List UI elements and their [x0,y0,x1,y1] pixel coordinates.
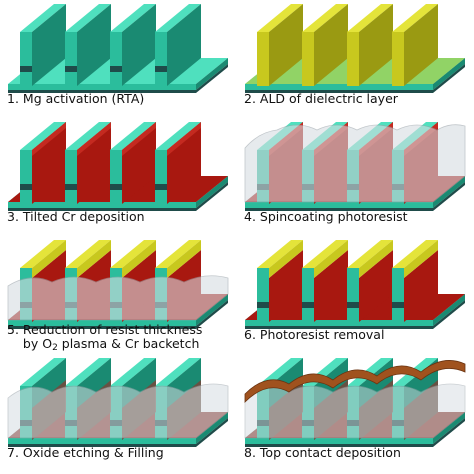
step-2-panel: 2. ALD of dielectric layer [237,0,474,118]
oxide-etching-filling-illustration [7,358,229,447]
top-contact-deposition-illustration [244,358,466,447]
step-2-caption: 2. ALD of dielectric layer [244,91,398,106]
spincoating-photoresist-illustration [244,122,466,211]
step-4-panel: 4. Spincoating photoresist [237,118,474,236]
tilted-cr-deposition-illustration [8,122,228,211]
step-1-caption: 1. Mg activation (RTA) [7,91,145,106]
step-1-panel: 1. Mg activation (RTA) [0,0,237,118]
step-4-caption: 4. Spincoating photoresist [244,209,408,224]
step-8-caption: 8. Top contact deposition [244,445,401,460]
resist-reduction-illustration [7,240,229,329]
step-7-panel: 7. Oxide etching & Filling [0,354,237,472]
step-6-caption: 6. Photoresist removal [244,327,385,342]
step-5-caption: 5. Reduction of resist thickness by O2 p… [7,322,203,353]
step-7-caption: 7. Oxide etching & Filling [7,445,164,460]
step-8-panel: 8. Top contact deposition [237,354,474,472]
step-3-panel: 3. Tilted Cr deposition [0,118,237,236]
photoresist-removal-illustration [245,240,465,329]
step-6-panel: 6. Photoresist removal [237,236,474,354]
ald-dielectric-illustration [245,4,465,93]
step-5-panel: 5. Reduction of resist thickness by O2 p… [0,236,237,354]
step-3-caption: 3. Tilted Cr deposition [7,209,145,224]
